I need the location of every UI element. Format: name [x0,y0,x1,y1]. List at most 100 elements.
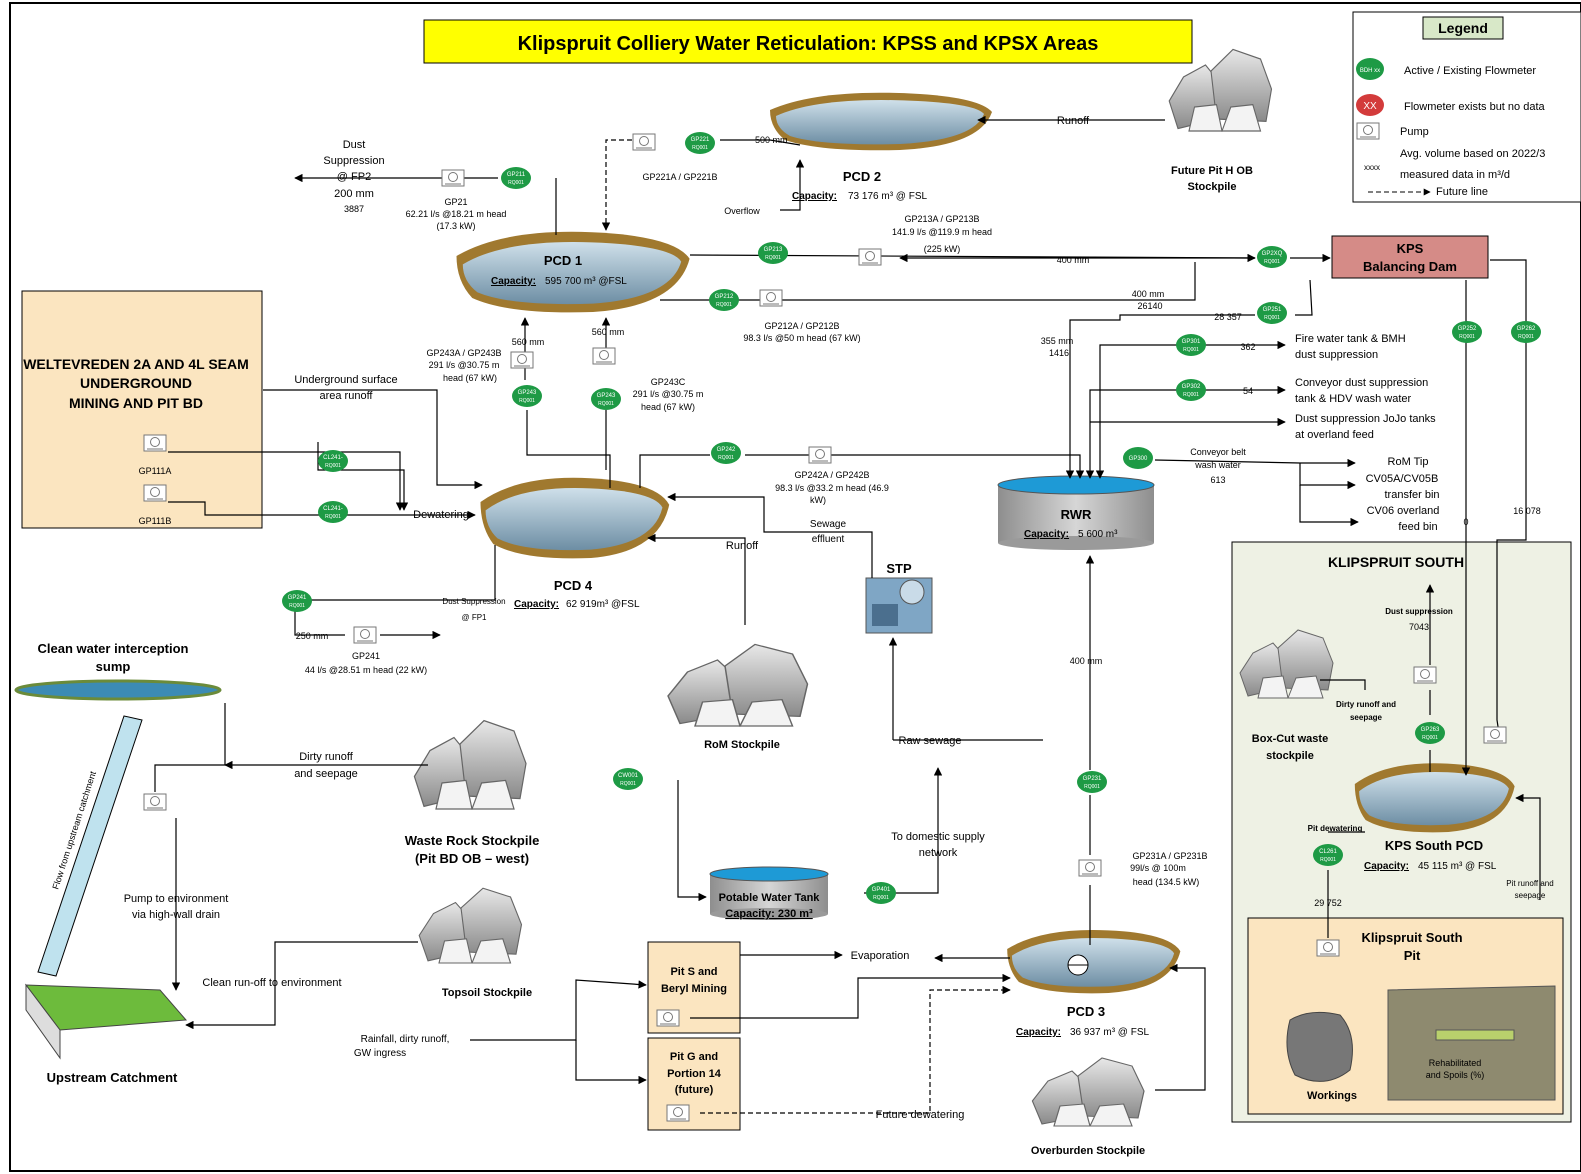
svg-text:44 l/s @28.51 m head (22 kW): 44 l/s @28.51 m head (22 kW) [305,665,427,675]
svg-text:200 mm: 200 mm [334,188,374,200]
svg-text:99l/s @ 100m: 99l/s @ 100m [1130,863,1186,873]
svg-text:GP251: GP251 [1263,307,1282,313]
svg-text:(Pit BD OB – west): (Pit BD OB – west) [415,851,529,866]
waste-rock-stockpile-icon [413,719,527,810]
legend-active-label: Active / Existing Flowmeter [1404,65,1536,77]
svg-text:Clean run-off to environment: Clean run-off to environment [202,977,341,989]
svg-text:KLIPSPRUIT SOUTH: KLIPSPRUIT SOUTH [1328,554,1464,570]
svg-text:Rainfall, dirty runoff,: Rainfall, dirty runoff, [361,1034,450,1045]
svg-text:355 mm: 355 mm [1041,336,1074,346]
svg-text:62 919m³ @FSL: 62 919m³ @FSL [566,599,640,610]
svg-text:7043: 7043 [1409,622,1429,632]
svg-text:Suppression: Suppression [323,155,384,167]
stp-icon [865,577,933,634]
svg-text:RQ001: RQ001 [598,401,614,407]
title-box [423,19,1193,64]
svg-text:RQ001: RQ001 [1264,315,1280,321]
pump-ks-runoff-icon [1483,726,1507,744]
svg-text:sump: sump [96,659,131,674]
svg-text:GP231: GP231 [1083,776,1102,782]
pump-icon [1356,122,1380,140]
svg-text:GP221A / GP221B: GP221A / GP221B [642,172,717,182]
svg-text:head (67 kW): head (67 kW) [641,402,695,412]
pump-gp21-icon [441,169,465,187]
svg-text:PCD 3: PCD 3 [1067,1004,1105,1019]
svg-text:(future): (future) [675,1084,714,1096]
pump-gp111a-icon [143,434,167,452]
svg-text:CL241-: CL241- [323,506,343,512]
svg-text:1416: 1416 [1049,348,1069,358]
pump-gp241-icon [353,626,377,644]
svg-text:GP242A / GP242B: GP242A / GP242B [794,470,869,480]
svg-text:Capacity:: Capacity: [1364,861,1409,872]
svg-text:GP401: GP401 [872,887,891,893]
svg-text:CL261: CL261 [1319,849,1337,855]
svg-text:Dust: Dust [343,139,366,151]
legend-heading: Legend [1438,20,1488,36]
svg-text:XX: XX [1363,101,1377,112]
svg-text:250 mm: 250 mm [296,631,329,641]
svg-text:98.3 l/s @50 m head (67 kW): 98.3 l/s @50 m head (67 kW) [743,333,860,343]
svg-text:Capacity: 230 m³: Capacity: 230 m³ [725,908,813,920]
svg-text:RQ001: RQ001 [620,781,636,787]
svg-text:98.3 l/s @33.2 m head (46.9: 98.3 l/s @33.2 m head (46.9 [775,483,889,493]
svg-text:RQ001: RQ001 [1183,347,1199,353]
svg-text:RoM Stockpile: RoM Stockpile [704,739,780,751]
svg-text:GP243C: GP243C [651,377,686,387]
pump-gp212-icon [759,289,783,307]
legend-nodata-label: Flowmeter exists but no data [1404,101,1546,113]
svg-text:54: 54 [1243,386,1253,396]
svg-text:0: 0 [1463,517,1468,527]
svg-text:Conveyor belt: Conveyor belt [1190,447,1246,457]
svg-text:Capacity:: Capacity: [514,599,559,610]
rwr-tank [997,475,1155,550]
svg-text:PCD 1: PCD 1 [544,253,582,268]
svg-text:RQ001: RQ001 [692,145,708,151]
svg-text:head (67 kW): head (67 kW) [443,373,497,383]
svg-text:Pump to environment: Pump to environment [124,893,229,905]
svg-text:Rehabilitated: Rehabilitated [1429,1058,1482,1068]
svg-text:Dust suppression: Dust suppression [1385,607,1453,616]
svg-text:@ FP1: @ FP1 [461,613,487,622]
svg-text:via high-wall drain: via high-wall drain [132,909,220,921]
svg-text:Runoff: Runoff [1057,115,1090,127]
diagram-title: Klipspruit Colliery Water Reticulation: … [518,33,1099,55]
svg-text:Future dewatering: Future dewatering [876,1109,965,1121]
svg-text:Klipspruit South: Klipspruit South [1361,930,1462,945]
svg-text:KPS: KPS [1397,241,1424,256]
svg-text:Avg. volume based on 2022/3: Avg. volume based on 2022/3 [1400,148,1545,160]
svg-text:seepage: seepage [1515,891,1546,900]
svg-text:Dirty runoff: Dirty runoff [299,751,354,763]
svg-text:GP212A / GP212B: GP212A / GP212B [764,321,839,331]
svg-text:tank & HDV wash water: tank & HDV wash water [1295,393,1411,405]
svg-text:measured data in m³/d: measured data in m³/d [1400,169,1510,181]
svg-text:28 357: 28 357 [1214,312,1242,322]
flow-labels: Dust Suppression @ FP2 200 mm 3887 GP21 … [124,115,1554,1121]
svg-text:Beryl Mining: Beryl Mining [661,983,727,995]
svg-text:Topsoil Stockpile: Topsoil Stockpile [442,987,532,999]
svg-text:stockpile: stockpile [1266,750,1314,762]
svg-text:Capacity:: Capacity: [792,191,837,202]
svg-text:Pit runoff and: Pit runoff and [1506,879,1553,888]
svg-text:29 752: 29 752 [1314,898,1342,908]
svg-text:RQ001: RQ001 [765,255,781,261]
svg-text:GP213A / GP213B: GP213A / GP213B [904,214,979,224]
svg-text:Workings: Workings [1307,1090,1357,1102]
svg-text:Balancing Dam: Balancing Dam [1363,259,1457,274]
svg-text:RQ001: RQ001 [519,398,535,404]
svg-text:CW001: CW001 [618,773,639,779]
svg-text:291 l/s @30.75 m: 291 l/s @30.75 m [429,360,500,370]
svg-text:xxxx: xxxx [1364,163,1380,172]
svg-text:network: network [919,847,958,859]
svg-text:Dust Suppression: Dust Suppression [442,597,505,606]
svg-text:GP111A: GP111A [139,466,172,476]
svg-text:26140: 26140 [1137,301,1162,311]
svg-text:RQ001: RQ001 [873,895,889,901]
svg-text:RQ001: RQ001 [716,302,732,308]
pcd2-pond [770,92,992,151]
svg-text:UNDERGROUND: UNDERGROUND [80,375,192,391]
svg-text:feed bin: feed bin [1398,521,1437,533]
svg-text:Dirty runoff and: Dirty runoff and [1336,700,1396,709]
svg-text:GP21: GP21 [444,197,467,207]
svg-text:(17.3 kW): (17.3 kW) [436,221,475,231]
